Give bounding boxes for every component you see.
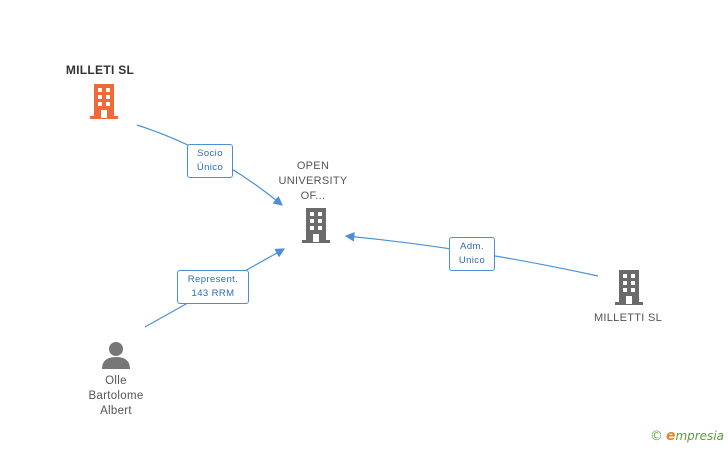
- edge-label-represent[interactable]: Represent. 143 RRM: [177, 270, 249, 304]
- empresia-logo: ©empresia: [650, 428, 724, 444]
- building-icon[interactable]: [88, 84, 120, 120]
- person-label[interactable]: Olle Bartolome Albert: [88, 375, 144, 417]
- copyright-symbol: ©: [649, 429, 663, 444]
- brand-name: mpresia: [675, 429, 724, 443]
- edge-label-adm-unico[interactable]: Adm. Unico: [449, 237, 495, 271]
- brand-initial: e: [665, 428, 676, 444]
- building-icon[interactable]: [300, 208, 332, 244]
- company-label-open-university[interactable]: OPEN UNIVERSITY OF...: [278, 160, 348, 202]
- company-label-milleti[interactable]: MILLETI SL: [65, 63, 135, 77]
- company-label-milletti[interactable]: MILLETTI SL: [593, 312, 663, 324]
- edge-label-socio-unico[interactable]: Socio Único: [187, 144, 233, 178]
- person-icon[interactable]: [101, 340, 131, 370]
- building-icon[interactable]: [613, 270, 645, 306]
